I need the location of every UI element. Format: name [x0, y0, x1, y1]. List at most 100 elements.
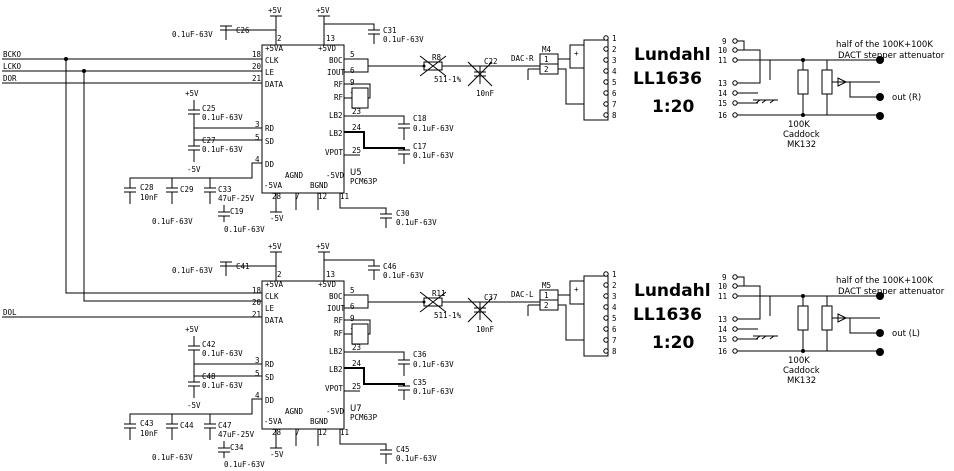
- pin-number: 7: [295, 192, 300, 201]
- cap-value: 0.1uF-63V: [383, 35, 424, 44]
- not-fitted-mark: [467, 61, 493, 87]
- connector-net: DAC-L: [511, 290, 534, 299]
- cap-ref: C44: [180, 421, 194, 430]
- pin-label: RF: [334, 93, 344, 102]
- pin-label: LE: [265, 68, 275, 77]
- out-wire: [849, 318, 880, 334]
- pin-number: 28: [272, 428, 282, 437]
- pin-number: 18: [252, 286, 262, 295]
- wiper-arrow: [837, 77, 848, 87]
- cap-value: 0.1uF-63V: [396, 454, 437, 463]
- pin-number: 11: [718, 292, 727, 301]
- resistor-load: [797, 69, 809, 95]
- cap-ref: C37: [484, 293, 498, 302]
- attenuator-note: half of the 100K+100K: [836, 40, 933, 50]
- pin-circle: [732, 57, 738, 63]
- pin-label: RF: [334, 80, 344, 89]
- junction-dot: [64, 57, 68, 61]
- cap-ref: C30: [396, 209, 410, 218]
- junction-dot: [801, 58, 805, 62]
- load-maker: Caddock: [783, 130, 820, 140]
- pin-circle: [732, 38, 738, 44]
- pin-label: -5VD: [326, 171, 345, 180]
- pin-circle: [603, 79, 609, 85]
- dac-ic-body: [261, 280, 345, 430]
- cap-ref: C48: [202, 372, 216, 381]
- pin-label: RD: [265, 124, 275, 133]
- pin-circle: [732, 336, 738, 342]
- pin-number: 11: [340, 192, 349, 201]
- cap-ref: C31: [383, 26, 397, 35]
- pin-label: LB2: [329, 129, 343, 138]
- pin-number: 10: [718, 46, 728, 55]
- pin-circle: [732, 47, 738, 53]
- pin-number: 1: [612, 34, 617, 43]
- pin-circle: [732, 112, 738, 118]
- pin-number: 18: [252, 50, 262, 59]
- cap-c45: [295, 429, 392, 464]
- cap-c46: [324, 259, 380, 280]
- cap-c28: [124, 162, 262, 204]
- pin-label: DD: [265, 396, 275, 405]
- cap-ref: C42: [202, 340, 216, 349]
- pin-number: 9: [722, 273, 727, 282]
- cap-c26: [220, 25, 276, 40]
- pin-circle: [732, 90, 738, 96]
- pin-number: 1: [544, 291, 549, 300]
- cap-value: 0.1uF-63V: [202, 145, 243, 154]
- cap-c33: [204, 178, 216, 204]
- pin-number: 14: [718, 325, 728, 334]
- pin-number: 6: [350, 66, 355, 75]
- pin-number: 10: [718, 282, 728, 291]
- pin-circle: [603, 112, 609, 118]
- pin-label: LB2: [329, 347, 343, 356]
- transformer-primary-body: [583, 275, 609, 357]
- cap-ref: C25: [202, 104, 216, 113]
- ic-part: PCM63P: [350, 177, 378, 186]
- pin-circle: [732, 283, 738, 289]
- cap-ref: C46: [383, 262, 397, 271]
- cap-value: 0.1uF-63V: [202, 113, 243, 122]
- pin-number: 1: [544, 55, 549, 64]
- pin-label: BGND: [310, 417, 329, 426]
- lb2-wire: [344, 367, 405, 386]
- cap-c18: [344, 115, 410, 140]
- pin-label: IOUT: [327, 68, 346, 77]
- junction-dot: [422, 64, 426, 68]
- pin-label: SD: [265, 373, 275, 382]
- cap-value: 0.1uF-63V: [413, 360, 454, 369]
- cap-ref: C43: [140, 419, 154, 428]
- load-wiring: [737, 295, 880, 352]
- output-label: out (L): [892, 329, 920, 339]
- pin-number: 11: [340, 428, 349, 437]
- pin-number: 7: [295, 428, 300, 437]
- junction-dot: [801, 294, 805, 298]
- load-part: MK132: [787, 376, 816, 386]
- pin-circle: [603, 282, 609, 288]
- pin-circle: [732, 100, 738, 106]
- supply-label: +5V: [185, 89, 199, 98]
- supply-wire: [270, 193, 282, 213]
- res-value: 511-1%: [434, 311, 462, 320]
- pin-number: 12: [318, 192, 327, 201]
- pin-label: LB2: [329, 365, 343, 374]
- pin-number: 28: [272, 192, 282, 201]
- cap-ref: C41: [236, 262, 250, 271]
- load-value: 100K: [788, 120, 810, 130]
- cap-value: 0.1uF-63V: [152, 453, 193, 462]
- cap-value: 0.1uF-63V: [224, 225, 265, 234]
- terminal-dot: [876, 348, 884, 356]
- pin-circle: [603, 348, 609, 354]
- junction-dot: [801, 113, 805, 117]
- attenuator-note: DACT stepper attenuator: [838, 51, 945, 61]
- net-label-bcko: BCKO: [3, 50, 22, 59]
- cap-c47: [204, 414, 216, 440]
- pin-number: 2: [277, 34, 282, 43]
- supply-wire: [318, 15, 330, 45]
- cap-ref: C27: [202, 136, 216, 145]
- channel-left: U7 PCM63P +5VA CLK LE DATA RD SD DD 2 18…: [124, 242, 945, 469]
- wire-bcko-drop: [65, 59, 262, 294]
- pin-number: 7: [612, 336, 617, 345]
- not-fitted-mark: [419, 55, 447, 77]
